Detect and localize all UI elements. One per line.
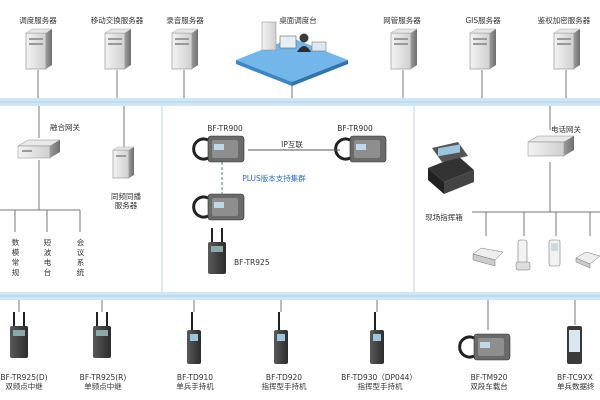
device-desc-tr925r: 单频点中继	[84, 382, 122, 391]
device-model-td930: BF-TD930（DP044）	[341, 373, 417, 382]
vertical-label-shortwave: 短波电台	[43, 238, 52, 277]
device-model-tm920: BF-TM920	[470, 373, 508, 382]
broadcast-server-icon	[112, 146, 135, 179]
phone-gateway-label: 电话网关	[551, 125, 581, 134]
device-desc-tc9xx: 单兵数据终	[557, 382, 595, 391]
command-box-icon	[428, 142, 474, 194]
tr925-label: BF-TR925	[234, 258, 270, 267]
fusion-gateway-icon	[17, 139, 61, 159]
phone-gateway-icon	[527, 135, 575, 157]
td930-handset-icon	[370, 312, 384, 364]
device-model-tr925r: BF-TR925(R)	[79, 373, 127, 382]
tc9xx-data-terminal-icon	[567, 326, 582, 364]
tr900-primary-label: BF-TR900	[207, 124, 243, 133]
server-label-recording: 录音服务器	[166, 16, 204, 25]
device-model-tc9xx: BF-TC9XX	[557, 373, 593, 382]
server-label-desktop-console: 桌面调度台	[279, 16, 317, 25]
dispatch-server-icon	[25, 28, 53, 70]
device-model-td920: BF-TD920	[265, 373, 303, 382]
vertical-label-conference: 会议系统	[76, 238, 85, 277]
mobile-switch-server-icon	[104, 28, 132, 70]
gis-server-icon	[469, 28, 497, 70]
tr925r-repeater-icon	[93, 312, 111, 358]
command-box-label: 现场指挥箱	[425, 213, 463, 222]
device-desc-td910: 单兵手持机	[176, 382, 214, 391]
nms-server-icon	[390, 28, 418, 70]
tm920-vehicle-radio-icon	[458, 333, 511, 361]
td910-handset-icon	[187, 312, 201, 364]
device-desc-td930: 指挥型手持机	[357, 382, 403, 391]
tr925-icon	[208, 228, 226, 274]
tr900-cluster-icon	[192, 193, 245, 221]
desk-phone-icon	[472, 247, 504, 267]
plus-cluster-note: PLUS版本支持集群	[242, 174, 306, 183]
server-label-gis: GIS服务器	[465, 16, 501, 25]
mobile-phone-icon	[548, 239, 561, 267]
cordless-phone-icon	[515, 239, 531, 271]
tr900-secondary-icon	[334, 135, 387, 163]
broadcast-server-label: 同频同播 服务器	[111, 192, 141, 210]
ip-link-label: IP互联	[281, 140, 303, 149]
server-label-mobile-switch: 移动交换服务器	[90, 16, 144, 25]
device-desc-td920: 指挥型手持机	[261, 382, 307, 391]
server-label-nms: 网管服务器	[383, 16, 421, 25]
fusion-gateway-label: 融合网关	[50, 123, 80, 132]
tr900-secondary-label: BF-TR900	[337, 124, 373, 133]
server-label-auth-encryption: 鉴权加密服务器	[537, 16, 591, 25]
device-model-tr925d: BF-TR925(D)	[0, 373, 48, 382]
tr900-primary-icon	[192, 135, 245, 163]
vertical-label-analog-conventional: 数模常规	[11, 238, 20, 277]
device-desc-tm920: 双段车载台	[470, 382, 508, 391]
device-model-td910: BF-TD910	[176, 373, 214, 382]
td920-handset-icon	[274, 312, 288, 364]
recording-server-icon	[171, 28, 199, 70]
auth-encryption-server-icon	[553, 28, 581, 70]
tr925d-repeater-icon	[10, 312, 28, 358]
server-label-dispatch: 调度服务器	[19, 16, 57, 25]
conference-phone-icon	[575, 251, 600, 269]
desktop-console-icon	[236, 21, 348, 86]
device-desc-tr925d: 双频点中继	[5, 382, 43, 391]
